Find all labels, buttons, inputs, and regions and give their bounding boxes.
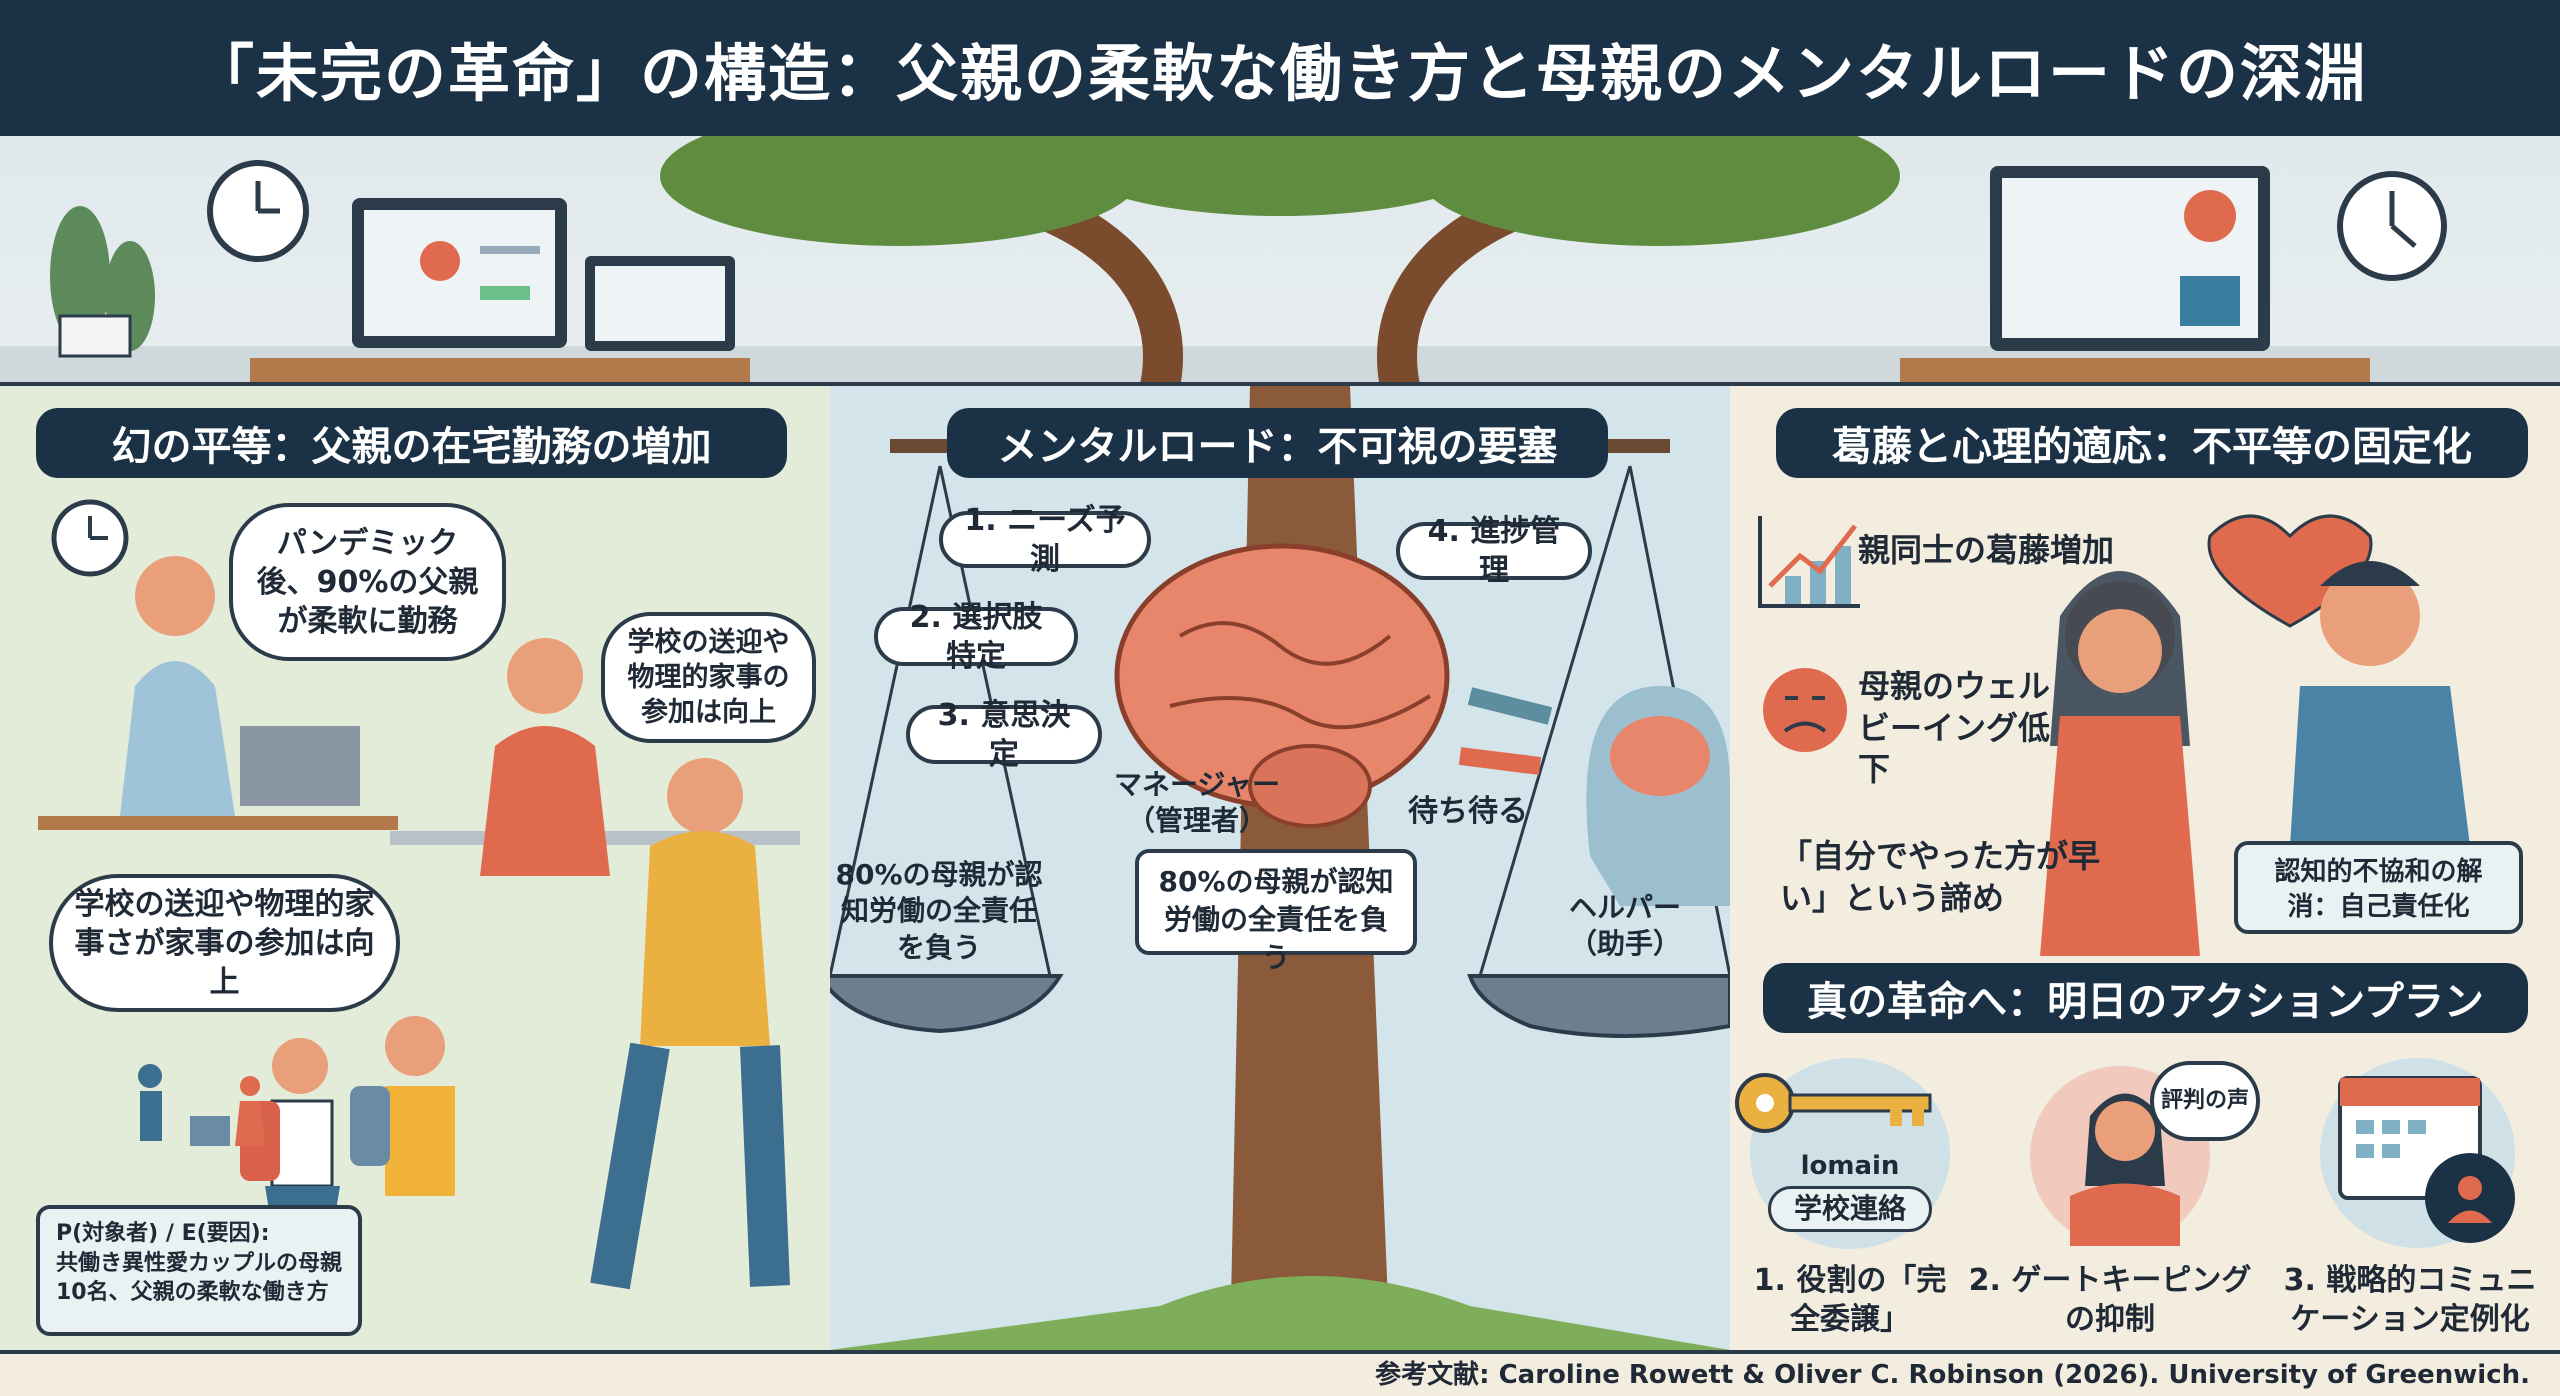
- cognitive-labor-box: 80%の母親が認知労働の全責任を負う: [1135, 849, 1417, 974]
- office-scene-illustration: [0, 136, 2560, 386]
- action-item-3: 3. 戦略的コミュニケーション定例化: [2283, 1263, 2537, 1337]
- brain-icon: [1114, 543, 1450, 828]
- stressed-woman: [2040, 571, 2200, 956]
- pe-line-1: P(対象者) / E(要因):: [56, 1221, 270, 1246]
- calendar-meeting-icon: [2338, 1076, 2515, 1243]
- office-illustration: [0, 136, 2560, 382]
- right-scale-pan: [1467, 974, 1730, 1038]
- wellbeing-text: 母親のウェルビーイング低下: [1858, 667, 2051, 789]
- left-scale-pan: [830, 974, 1064, 1034]
- arrow-left-icon: [1458, 747, 1542, 775]
- resignation-text: 「自分でやった方が早い」という諦め: [1780, 837, 2101, 917]
- citation: 参考文献: Caroline Rowett & Oliver C. Robins…: [1375, 1360, 2530, 1390]
- helper-label: ヘルパー（助手）: [1568, 891, 1681, 961]
- clock-icon: [51, 499, 129, 577]
- arrow-right-icon: [1467, 687, 1553, 725]
- laptop-icon: [240, 726, 360, 806]
- middle-panel: メンタルロード：不可視の要塞 1. ニーズ予測 2. 選択肢特定 3. 意思決定…: [830, 386, 1730, 1350]
- woman-stop-gesture-icon: [2070, 1093, 2180, 1246]
- step-bubble-3: 3. 意思決定: [906, 698, 1102, 772]
- footer: [0, 1350, 2560, 1396]
- laptop-icon: [585, 256, 735, 351]
- school-pickup-bubble: 学校の送迎や物理的家事の参加は向上: [601, 612, 816, 743]
- action-item-1: 1. 役割の「完全委譲」: [1753, 1263, 1947, 1337]
- angry-man: [2290, 561, 2470, 846]
- section-header: 幻の平等：父親の在宅勤務の増加: [36, 408, 787, 478]
- sad-face-icon: [1763, 668, 1847, 752]
- action-item-2: 2. ゲートキーピングの抑制: [1968, 1263, 2252, 1337]
- helper-head-icon: [1586, 686, 1730, 906]
- step-bubble-2: 2. 選択肢特定: [874, 600, 1078, 674]
- rising-chart-icon: [1758, 516, 1860, 608]
- clock-icon: [207, 160, 309, 262]
- title-bar: 「未完の革命」の構造：父親の柔軟な働き方と母親のメンタルロードの深淵: [0, 0, 2560, 136]
- parent-stroller-icon: [138, 1064, 265, 1146]
- father-speech-bubble: パンデミック後、90%の父親が柔軟に勤務: [229, 503, 506, 661]
- manager-label: マネージャー（管理者）: [1113, 768, 1281, 838]
- school-contact-tag: 学校連絡: [1768, 1186, 1932, 1232]
- pe-line-2: 共働き異性愛カップルの母親: [56, 1250, 343, 1276]
- conflict-text: 親同士の葛藤増加: [1858, 531, 2115, 569]
- step-bubble-4: 4. 進捗管理: [1396, 514, 1592, 588]
- desk: [38, 816, 398, 830]
- left-pan-text: 80%の母親が認知労働の全責任を負う: [835, 858, 1043, 964]
- family-illustration: [38, 499, 800, 1290]
- right-panel: 葛藤と心理的適応：不平等の固定化 親同士の葛藤増加 母親のウェルビーイング低下 …: [1730, 386, 2560, 1350]
- action-plan-header: 真の革命へ：明日のアクションプラン: [1763, 963, 2528, 1033]
- section-header: メンタルロード：不可視の要塞: [947, 408, 1608, 478]
- monitor-icon: [352, 198, 567, 348]
- waiting-label: 待ち待る: [1408, 794, 1528, 829]
- reputation-bubble: 評判の声: [2150, 1061, 2260, 1141]
- communication-icon-circle: [2320, 1058, 2515, 1248]
- clock-icon: [2337, 171, 2447, 281]
- step-bubble-1: 1. ニーズ予測: [939, 503, 1151, 577]
- section-header: 葛藤と心理的適応：不平等の固定化: [1776, 408, 2528, 478]
- conflict-illustration: [1758, 514, 2470, 956]
- key-icon-text: lomain: [1800, 1151, 1900, 1181]
- plant-icon: [50, 206, 155, 358]
- key-icon: [1735, 1073, 1932, 1133]
- pe-line-3: 10名、父親の柔軟な働き方: [56, 1280, 329, 1306]
- page-title: 「未完の革命」の構造：父親の柔軟な働き方と母親のメンタルロードの深淵: [191, 37, 2368, 110]
- thought-cloud: 学校の送迎や物理的家事さが家事の参加は向上: [49, 874, 400, 1012]
- monitor-icon: [1990, 166, 2270, 351]
- left-panel: 幻の平等：父親の在宅勤務の増加 パンデミック後、90%の父親が柔軟に勤務 学校の…: [0, 386, 830, 1350]
- pe-info-box: P(対象者) / E(要因): 共働き異性愛カップルの母親 10名、父親の柔軟な…: [36, 1205, 362, 1336]
- delegation-icon-circle: lomain 学校連絡: [1735, 1058, 1950, 1249]
- dissonance-box: 認知的不協和の解消：自己責任化: [2234, 841, 2523, 934]
